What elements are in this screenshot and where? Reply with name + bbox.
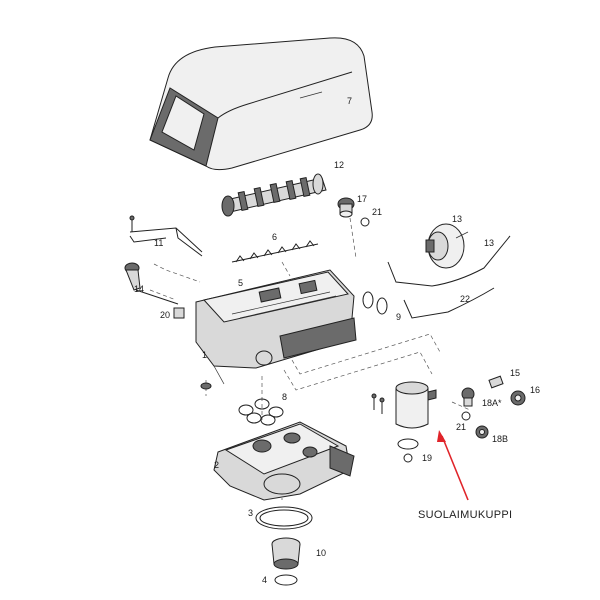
- part-number-21-bottom: 21: [456, 422, 466, 432]
- part-number-22: 22: [460, 294, 470, 304]
- callout-label: SUOLAIMUKUPPI: [418, 509, 512, 521]
- part-16-cap: [510, 390, 526, 406]
- part-number-13-motor: 13: [452, 214, 462, 224]
- part-number-17: 17: [357, 194, 367, 204]
- part-number-7: 7: [347, 96, 352, 106]
- part-cover: [149, 37, 373, 171]
- part-number-19: 19: [422, 453, 432, 463]
- part-15-fitting: [488, 375, 504, 389]
- part-number-20: 20: [160, 310, 170, 320]
- part-number-13-wire: 13: [484, 238, 494, 248]
- part-base: [213, 421, 355, 501]
- part-shaft: [124, 262, 179, 305]
- part-number-16: 16: [530, 385, 540, 395]
- part-number-1: 1: [202, 350, 207, 360]
- part-sensor-wire: [403, 287, 495, 319]
- part-number-4: 4: [262, 575, 267, 585]
- part-number-9: 9: [396, 312, 401, 322]
- part-lever-row: [231, 240, 319, 263]
- part-number-6: 6: [272, 232, 277, 242]
- part-19-oring: [397, 438, 419, 450]
- part-number-18a: 18A*: [482, 398, 502, 408]
- part-number-12: 12: [334, 160, 344, 170]
- brine-cup: [395, 381, 437, 429]
- part-screws-pair: [371, 393, 385, 414]
- part-21-oring-top: [360, 217, 370, 227]
- part-17-fitting: [337, 197, 355, 218]
- part-motor-wire: [387, 235, 511, 287]
- part-3-ring: [255, 506, 313, 530]
- part-number-21-top: 21: [372, 207, 382, 217]
- part-number-14: 14: [134, 284, 144, 294]
- part-4-ring: [274, 574, 298, 586]
- part-21-oring-bottom: [461, 411, 471, 421]
- part-20-fitting: [173, 307, 185, 319]
- callout-arrow: [437, 430, 469, 501]
- part-adapter: [271, 537, 301, 570]
- part-orings: [362, 291, 388, 315]
- part-bracket: [129, 215, 203, 257]
- part-number-3: 3: [248, 508, 253, 518]
- part-18b-plug: [475, 425, 489, 439]
- part-19-ball: [403, 453, 413, 463]
- part-number-18b: 18B: [492, 434, 508, 444]
- part-motor: [425, 223, 469, 269]
- part-seals: [238, 398, 284, 426]
- part-number-10: 10: [316, 548, 326, 558]
- part-number-8: 8: [282, 392, 287, 402]
- part-screw-small: [200, 382, 212, 390]
- part-18a-plug: [461, 387, 475, 407]
- part-valve-body: [195, 269, 357, 385]
- part-number-5: 5: [238, 278, 243, 288]
- part-number-11: 11: [154, 238, 163, 248]
- part-number-2: 2: [214, 460, 219, 470]
- part-camshaft: [221, 173, 327, 217]
- part-number-15: 15: [510, 368, 520, 378]
